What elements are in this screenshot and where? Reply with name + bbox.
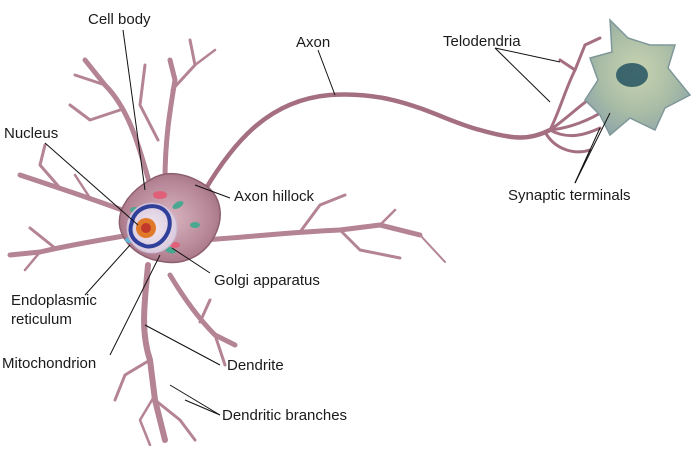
target-cell-nucleus (616, 63, 648, 87)
label-axon-hillock: Axon hillock (234, 188, 315, 205)
leader-lines (44, 29, 611, 416)
endoplasmic-reticulum-shape (128, 204, 172, 249)
label-dendrite: Dendrite (227, 357, 284, 374)
label-endoplasmic: Endoplasmic (11, 292, 97, 309)
label-mitochondrion: Mitochondrion (2, 355, 97, 372)
label-nucleus: Nucleus (4, 125, 59, 142)
dendrites (7, 38, 446, 447)
telodendria-branches (543, 36, 607, 154)
label-reticulum: reticulum (11, 311, 72, 328)
label-synaptic-terminals: Synaptic terminals (508, 187, 631, 204)
label-axon: Axon (296, 34, 331, 51)
label-telodendria: Telodendria (443, 33, 521, 50)
label-cell-body: Cell body (88, 11, 151, 28)
label-dendritic-branches: Dendritic branches (222, 407, 348, 424)
label-golgi-apparatus: Golgi apparatus (214, 272, 320, 289)
axon-fiber (202, 92, 553, 193)
